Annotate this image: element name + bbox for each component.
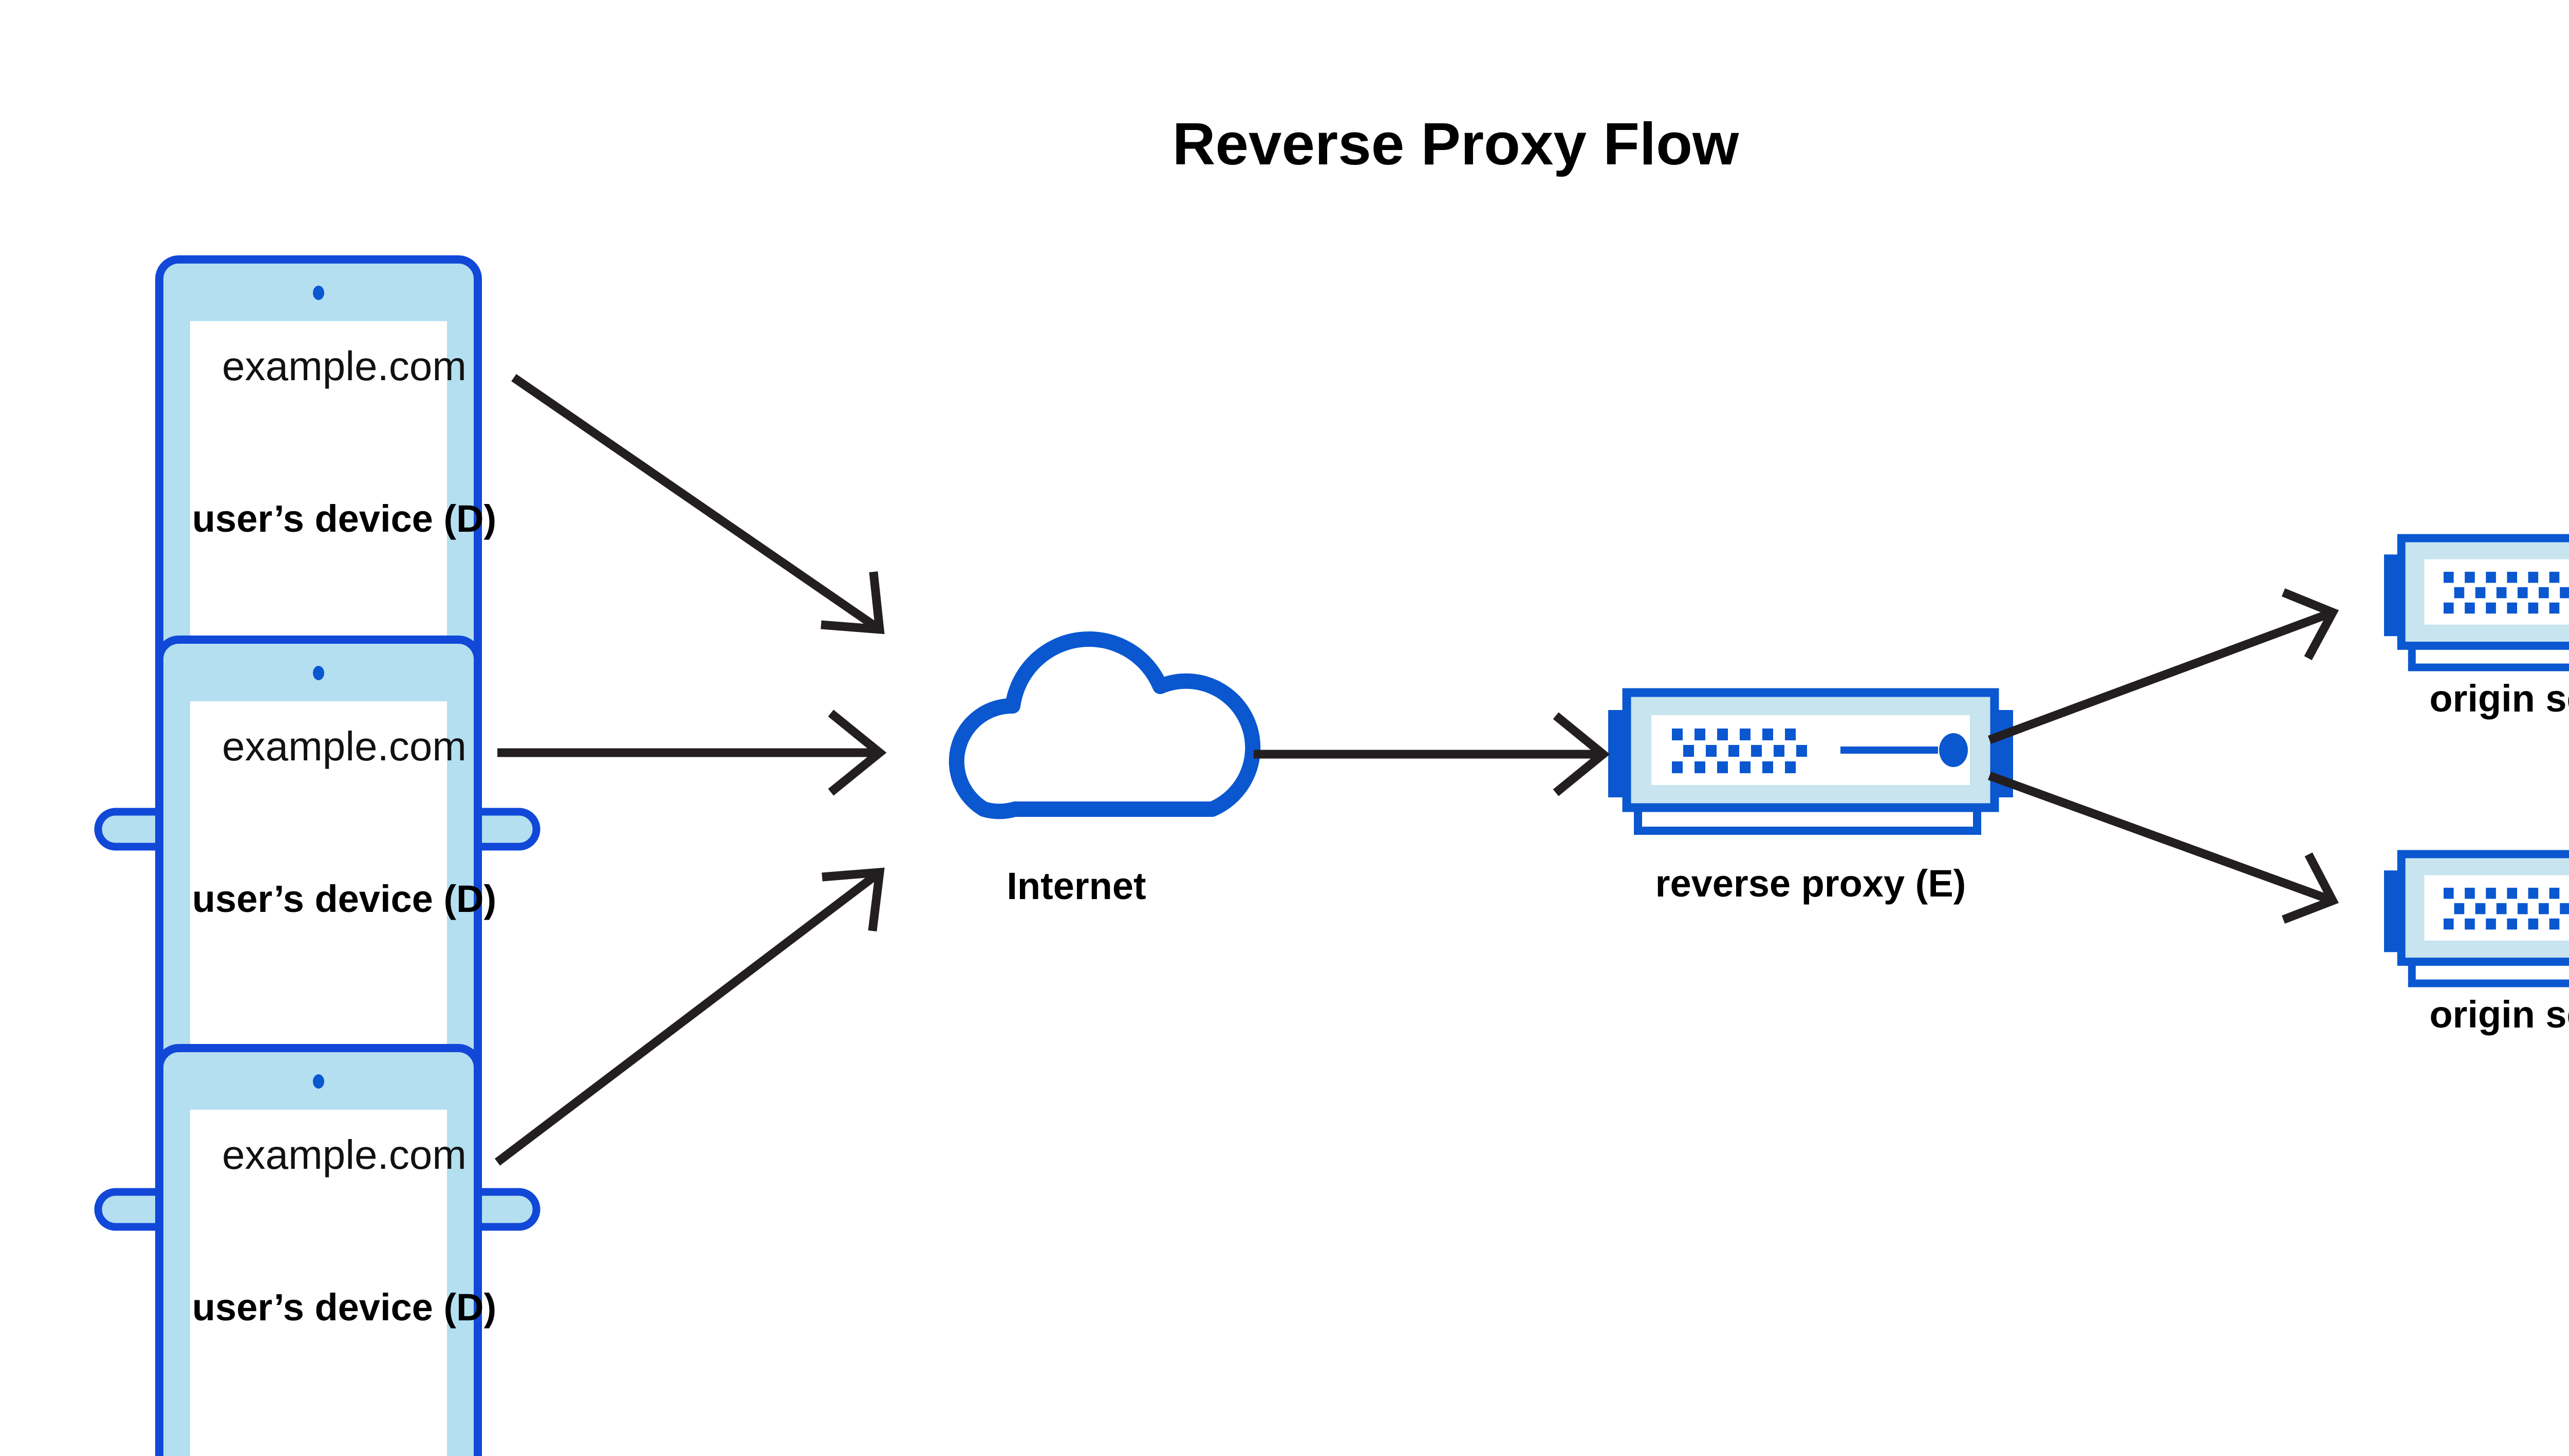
node-user-device-3[interactable]: example.com user’s device (D) <box>98 1048 536 1456</box>
arrow-proxy-origin2 <box>1988 772 2339 924</box>
arrow-internet-proxy <box>1254 712 1610 796</box>
origin-label: origin server (F) <box>2429 993 2569 1036</box>
device-label: user’s device (D) <box>192 878 496 920</box>
arrow-device1-internet <box>511 374 885 634</box>
node-user-device-1[interactable]: example.com user’s device (D) <box>98 259 536 847</box>
server-icon <box>2384 538 2569 667</box>
node-origin-server-2[interactable]: origin server (F) <box>2384 854 2569 1036</box>
server-icon <box>2384 854 2569 983</box>
arrow-proxy-origin1 <box>1988 588 2339 744</box>
device-screen-text: example.com <box>222 723 467 769</box>
device-label: user’s device (D) <box>192 497 496 540</box>
arrow-device2-internet <box>497 710 887 796</box>
internet-label: Internet <box>1007 865 1146 907</box>
proxy-label: reverse proxy (E) <box>1655 862 1966 905</box>
laptop-icon <box>98 1048 536 1456</box>
page-title: Reverse Proxy Flow <box>1172 110 1739 177</box>
node-internet[interactable]: Internet <box>957 639 1253 907</box>
node-user-device-2[interactable]: example.com user’s device (D) <box>98 640 536 1227</box>
device-screen-text: example.com <box>222 1132 467 1178</box>
node-reverse-proxy[interactable]: reverse proxy (E) <box>1608 693 2013 905</box>
server-icon <box>1608 693 2013 831</box>
device-screen-text: example.com <box>222 343 467 389</box>
node-origin-server-1[interactable]: origin server (F) <box>2384 538 2569 720</box>
arrow-device3-internet <box>494 867 885 1166</box>
device-label: user’s device (D) <box>192 1286 496 1329</box>
origin-label: origin server (F) <box>2429 677 2569 720</box>
